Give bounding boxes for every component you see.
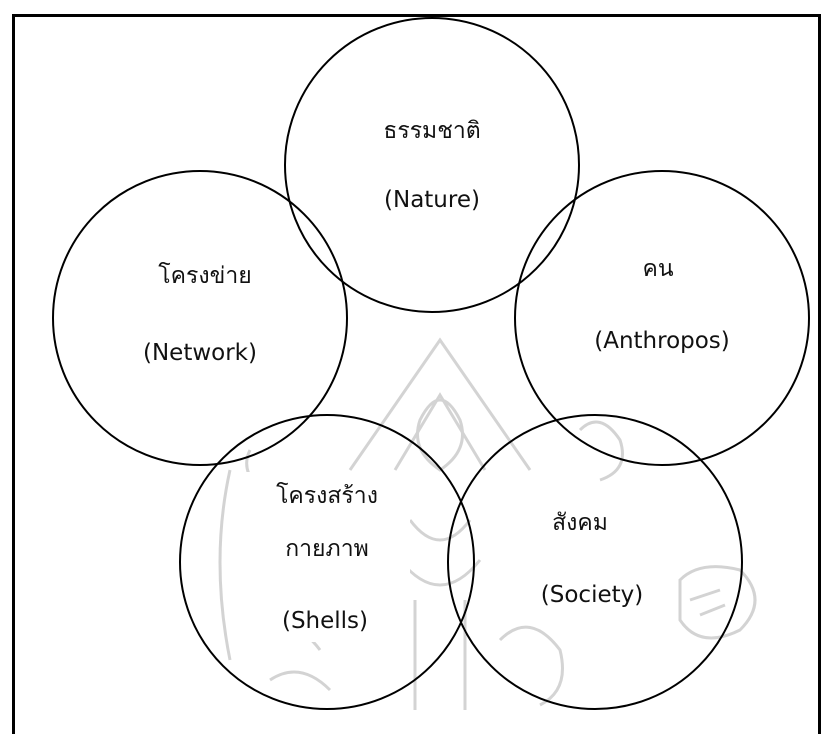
network-label-th: โครงข่าย — [158, 262, 251, 289]
circle-network — [53, 171, 347, 465]
network-label-en: (Network) — [143, 340, 257, 366]
nature-label-en: (Nature) — [384, 187, 480, 213]
nature-label-th: ธรรมชาติ — [383, 118, 480, 144]
society-label-en: (Society) — [541, 582, 643, 608]
circle-nature — [285, 18, 579, 312]
shells-label-th-2: กายภาพ — [285, 536, 369, 562]
circle-society — [448, 415, 742, 709]
anthropos-label-en: (Anthropos) — [594, 328, 730, 354]
shells-label-th: โครงสร้าง — [276, 482, 378, 509]
anthropos-label-th: คน — [642, 256, 673, 282]
shells-label-en: (Shells) — [282, 608, 368, 634]
society-label-th: สังคม — [552, 510, 608, 536]
circle-anthropos — [515, 171, 809, 465]
